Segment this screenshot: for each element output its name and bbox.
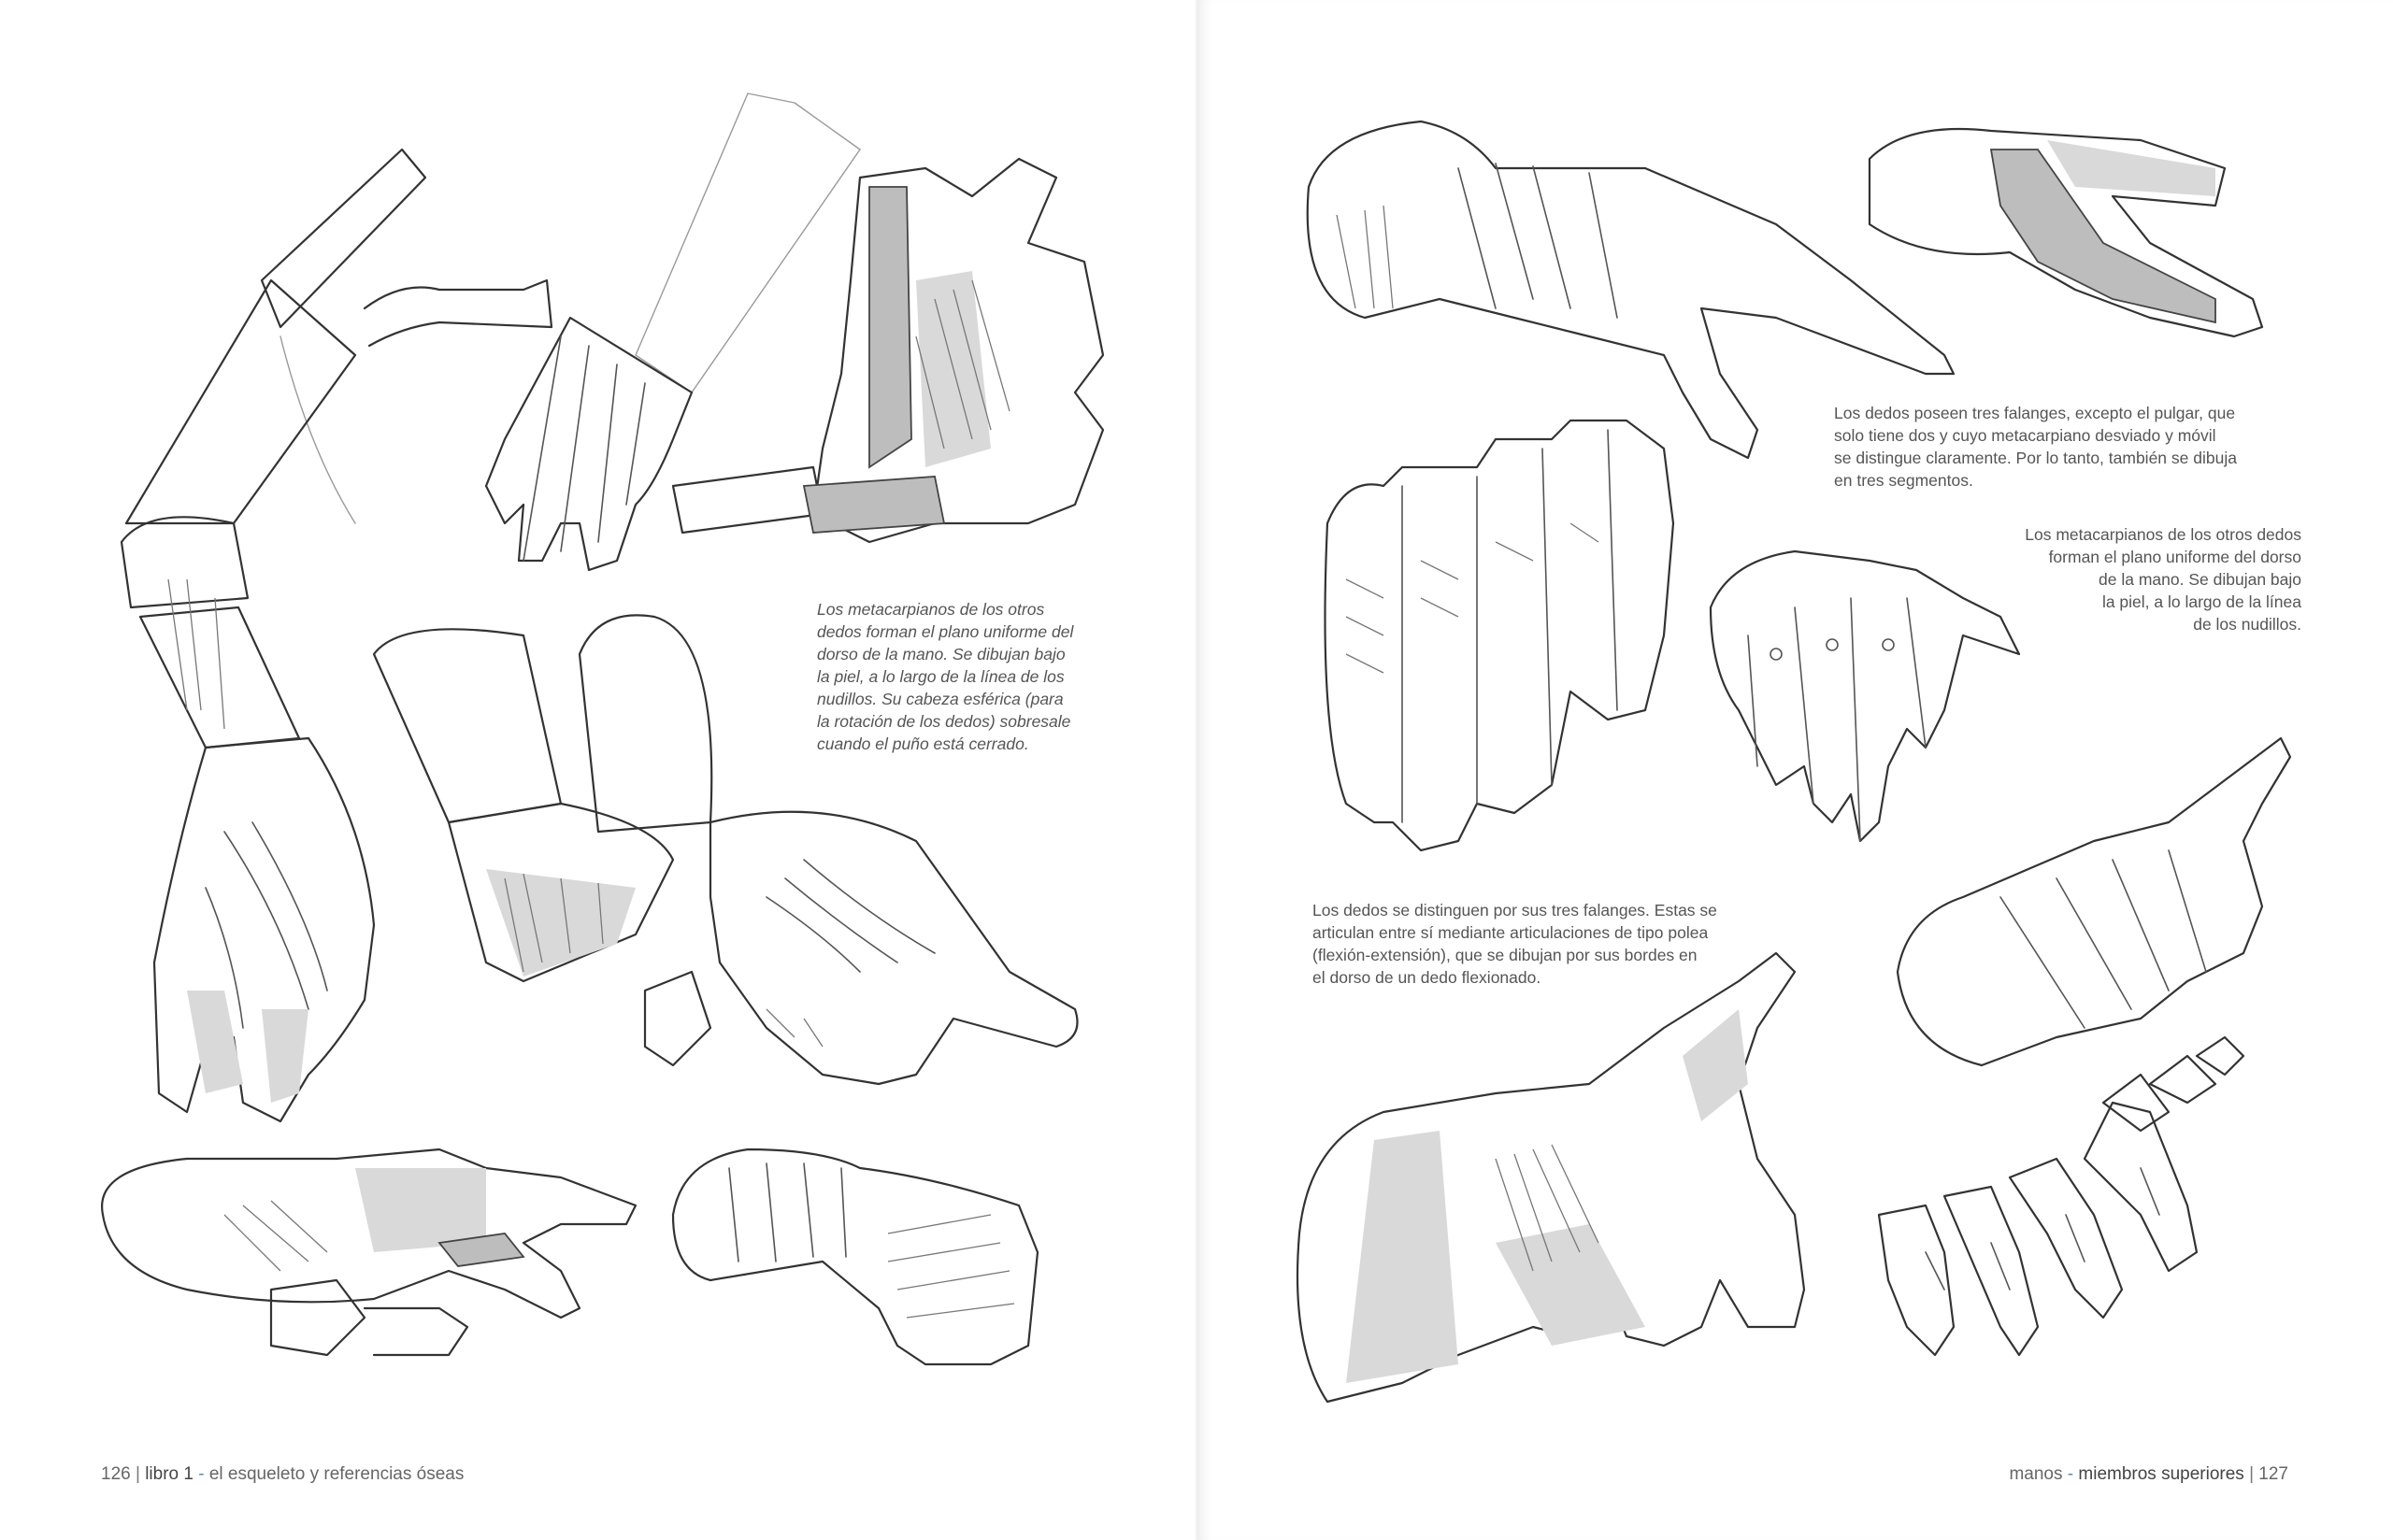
left-caption-line: la rotación de los dedos) sobresale	[817, 712, 1071, 731]
right-caption-middle-line: de los nudillos.	[2193, 615, 2301, 634]
right-caption-middle: Los metacarpianos de los otros dedos for…	[1916, 523, 2301, 635]
chapter-label: manos	[2009, 1464, 2063, 1484]
right-caption-middle-line: de la mano. Se dibujan bajo	[2099, 570, 2301, 589]
right-page	[1196, 0, 2393, 1540]
right-caption-bottom: Los dedos se distinguen por sus tres fal…	[1312, 899, 1761, 989]
right-caption-bottom-line: (flexión-extensión), que se dibujan por …	[1312, 946, 1698, 964]
left-caption-line: nudillos. Su cabeza esférica (para	[817, 690, 1064, 708]
right-caption-bottom-line: Los dedos se distinguen por sus tres fal…	[1312, 901, 1717, 920]
left-caption-line: cuando el puño está cerrado.	[817, 734, 1029, 753]
footer-dash: -	[193, 1464, 209, 1484]
footer-separator: |	[135, 1464, 140, 1484]
right-caption-top-line: en tres segmentos.	[1834, 471, 1973, 490]
right-caption-middle-line: forman el plano uniforme del dorso	[2048, 548, 2301, 566]
right-caption-top-line: solo tiene dos y cuyo metacarpiano desvi…	[1834, 426, 2216, 445]
left-caption-line: la piel, a lo largo de la línea de los	[817, 667, 1065, 686]
book-spine	[1196, 0, 1197, 1540]
right-caption-top: Los dedos poseen tres falanges, excepto …	[1834, 402, 2301, 492]
right-page-number: 127	[2258, 1464, 2288, 1484]
right-caption-middle-line: la piel, a lo largo de la línea	[2101, 592, 2301, 611]
left-footer: 126 | libro 1 - el esqueleto y referenci…	[101, 1462, 464, 1487]
footer-separator: |	[2249, 1464, 2255, 1484]
right-caption-bottom-line: el dorso de un dedo flexionado.	[1312, 968, 1541, 987]
left-caption: Los metacarpianos de los otros dedos for…	[817, 598, 1135, 755]
left-caption-line: Los metacarpianos de los otros	[817, 600, 1045, 619]
right-caption-middle-line: Los metacarpianos de los otros dedos	[2025, 525, 2301, 544]
left-page	[0, 0, 1196, 1540]
left-page-number: 126	[101, 1464, 131, 1484]
left-caption-line: dorso de la mano. Se dibujan bajo	[817, 645, 1066, 663]
right-footer: manos - miembros superiores | 127	[2009, 1462, 2288, 1487]
right-caption-bottom-line: articulan entre sí mediante articulacion…	[1312, 923, 1709, 942]
footer-dash: -	[2062, 1464, 2079, 1484]
right-caption-top-line: se distingue claramente. Por lo tanto, t…	[1834, 449, 2237, 467]
right-section-label: miembros superiores	[2078, 1464, 2244, 1484]
book-label: libro 1	[145, 1464, 193, 1484]
right-caption-top-line: Los dedos poseen tres falanges, excepto …	[1834, 404, 2236, 422]
left-caption-line: dedos forman el plano uniforme del	[817, 622, 1074, 641]
left-section-label: el esqueleto y referencias óseas	[208, 1464, 465, 1484]
